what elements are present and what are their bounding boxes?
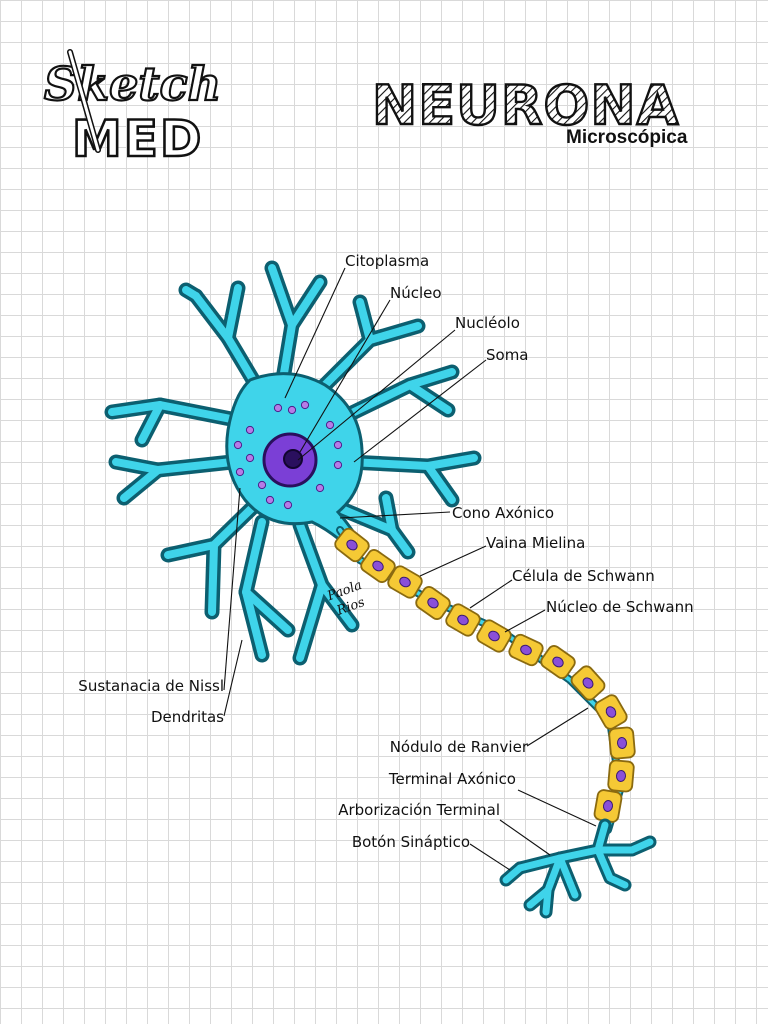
nucleolus [283,449,303,469]
logo-line-1: Sketch [44,57,221,111]
pencil-icon [67,49,101,153]
schwann-nucleus [602,800,614,812]
schwann-cell [594,694,628,730]
dendrites [104,260,482,666]
schwann-cell [445,603,481,637]
schwann-nucleus [427,597,439,609]
page-title: NEURONA [372,74,679,137]
schwann-nucleus [399,576,411,588]
nissl-substance [233,400,343,510]
label-nodulo-ranvier: Nódulo de Ranvier [390,738,529,756]
label-citoplasma: Citoplasma [345,252,429,270]
schwann-nucleus [615,770,627,782]
schwann-nucleus [457,614,469,626]
schwann-cell [334,527,370,563]
schwann-nucleus [488,630,500,642]
schwann-cell [360,549,396,583]
label-boton-sinaptico: Botón Sináptico [352,833,470,851]
label-sustancia-nissl: Sustanacia de Nissl [78,677,224,695]
label-nucleo-schwann: Núcleo de Schwann [546,598,694,616]
schwann-cell [607,759,635,793]
schwann-cell [593,789,623,823]
label-nucleo: Núcleo [390,284,442,302]
label-nucleolo: Nucléolo [455,314,520,332]
myelin-sheath [334,527,636,823]
schwann-nucleus [582,677,594,689]
schwann-nucleus [520,644,532,656]
page-subtitle: Microscópica [566,127,688,148]
label-celula-schwann: Célula de Schwann [512,567,655,585]
label-arborizacion-terminal: Arborización Terminal [338,801,500,819]
schwann-cell [570,665,606,701]
label-terminal-axonico: Terminal Axónico [388,770,516,788]
label-cono-axonico: Cono Axónico [452,504,554,522]
schwann-cell [608,726,636,760]
artist-signature: Paola Rios [324,578,367,619]
schwann-nucleus [552,656,564,668]
label-vaina-mielina: Vaina Mielina [486,534,585,552]
schwann-cell [508,633,544,667]
schwann-cell [415,586,451,620]
logo-line-2: MED [72,110,203,168]
schwann-cell [476,619,512,653]
sketchmed-logo: Sketch MED [43,49,222,169]
leader-lines [223,267,597,871]
schwann-nucleus [346,539,358,551]
schwann-nucleus [616,737,628,749]
schwann-cell [387,565,423,599]
label-dendritas: Dendritas [151,708,224,726]
schwann-cell [540,645,576,679]
schwann-nucleus [372,560,384,572]
label-soma: Soma [486,346,529,364]
schwann-nucleus [605,706,617,718]
axon-terminal [499,818,657,919]
